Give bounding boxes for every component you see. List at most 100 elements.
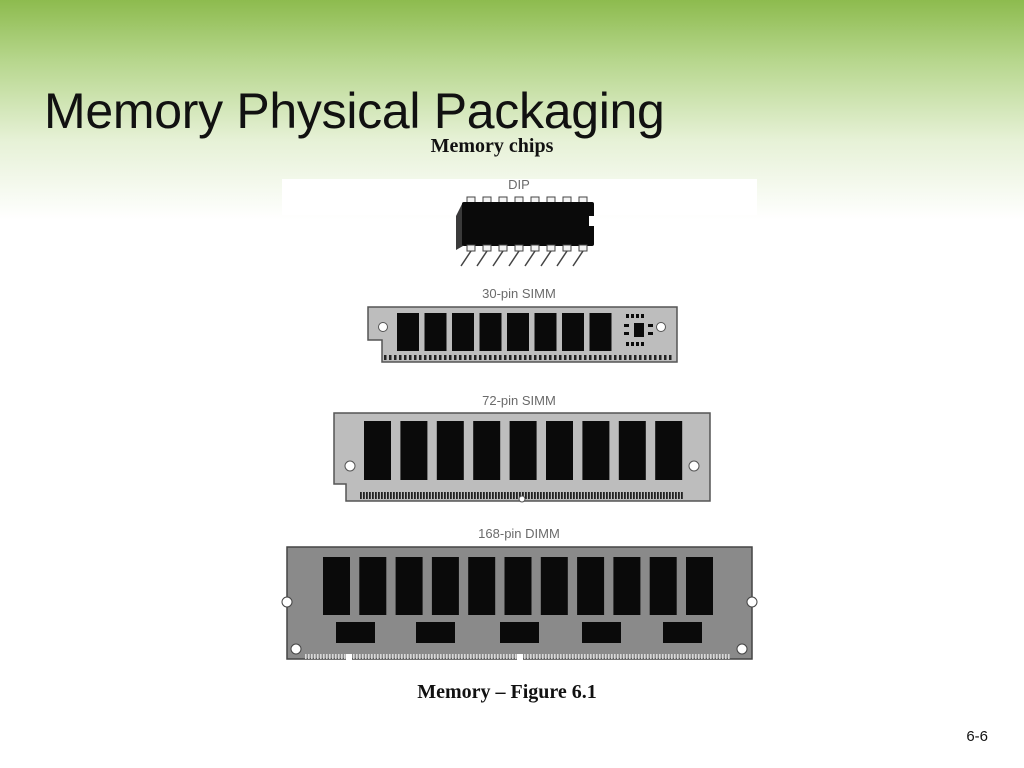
simm30-pin xyxy=(539,355,542,360)
simm72-pin xyxy=(444,492,446,499)
simm30-pin xyxy=(639,355,642,360)
dimm168-pin xyxy=(404,654,406,659)
simm30-pin xyxy=(659,355,662,360)
dimm168-pin xyxy=(527,654,529,659)
simm72-chip xyxy=(436,421,464,480)
dimm168-small-chip xyxy=(582,622,621,643)
dimm168-pin xyxy=(653,654,655,659)
simm72-pin xyxy=(570,492,572,499)
simm30-pin xyxy=(644,355,647,360)
simm30-controller xyxy=(624,314,653,346)
simm72-pin xyxy=(564,492,566,499)
dimm168-pin xyxy=(425,654,427,659)
dimm168-chip xyxy=(686,557,713,615)
simm72-pin xyxy=(510,492,512,499)
simm30-pin xyxy=(419,355,422,360)
dip-pin-leg xyxy=(492,250,504,267)
simm72-pin xyxy=(378,492,380,499)
dimm168-pin xyxy=(638,654,640,659)
simm30-pin xyxy=(459,355,462,360)
dimm168-small-chip xyxy=(416,622,455,643)
simm30-pin xyxy=(494,355,497,360)
dimm168-chip xyxy=(395,557,423,615)
simm72-pin xyxy=(462,492,464,499)
simm72-hole xyxy=(688,460,700,472)
simm72-pin xyxy=(543,492,545,499)
simm72-chip xyxy=(546,421,573,480)
simm72-pin xyxy=(372,492,374,499)
simm30-chip xyxy=(397,313,419,351)
simm72-pin xyxy=(579,492,581,499)
dimm168-pin xyxy=(725,654,727,659)
simm30-chip xyxy=(479,313,502,351)
dimm168-pin xyxy=(617,654,619,659)
dimm168-pin xyxy=(719,654,721,659)
dimm168-pin xyxy=(542,654,544,659)
simm30-pin xyxy=(554,355,557,360)
dimm168-pin xyxy=(449,654,451,659)
dip-label: DIP xyxy=(508,177,530,192)
simm72-pin xyxy=(366,492,368,499)
simm30-pin xyxy=(609,355,612,360)
page-number: 6-6 xyxy=(966,728,988,745)
dimm168-pin xyxy=(428,654,430,659)
simm72-pin xyxy=(456,492,458,499)
simm72-pin xyxy=(471,492,473,499)
dimm168-chip xyxy=(613,557,641,615)
dimm168-pin xyxy=(707,654,709,659)
simm30-chip xyxy=(452,313,474,351)
simm72-pin xyxy=(624,492,626,499)
dip-pins-bottom xyxy=(460,244,588,267)
simm30-pin xyxy=(649,355,652,360)
simm72-pin xyxy=(561,492,563,499)
simm72-pin xyxy=(387,492,389,499)
simm72-pin xyxy=(360,492,362,499)
dimm168-pin xyxy=(524,654,526,659)
simm30-pin xyxy=(514,355,517,360)
simm72-pin xyxy=(513,492,515,499)
simm30-pin xyxy=(634,355,637,360)
dimm168-pin xyxy=(578,654,580,659)
dimm168-pin xyxy=(491,654,493,659)
simm72-pin xyxy=(507,492,509,499)
simm72-pin xyxy=(558,492,560,499)
simm30-pin xyxy=(559,355,562,360)
figure-heading: Memory chips xyxy=(430,135,554,157)
dimm168-chip xyxy=(540,557,568,615)
simm30-pin xyxy=(454,355,457,360)
simm72-pin xyxy=(411,492,413,499)
simm72-pin xyxy=(390,492,392,499)
dip-pin-leg xyxy=(572,250,584,267)
dimm168-pin xyxy=(446,654,448,659)
dimm168-pin xyxy=(314,654,316,659)
dimm168-pin xyxy=(443,654,445,659)
dimm168-pin xyxy=(320,654,322,659)
dimm168-pin xyxy=(683,654,685,659)
dimm168-pin xyxy=(581,654,583,659)
dimm168-pin xyxy=(569,654,571,659)
simm30-pin xyxy=(394,355,397,360)
dimm168-pin xyxy=(665,654,667,659)
dimm168-pin xyxy=(506,654,508,659)
simm72-pin xyxy=(540,492,542,499)
figure-caption: Memory – Figure 6.1 xyxy=(417,681,597,703)
dimm168-label: 168-pin DIMM xyxy=(478,526,560,541)
dimm168-pin xyxy=(710,654,712,659)
dimm168-pin xyxy=(575,654,577,659)
simm30-pin xyxy=(444,355,447,360)
dimm168-pin xyxy=(467,654,469,659)
dip-notch xyxy=(589,216,595,226)
dimm168-pin xyxy=(695,654,697,659)
simm72-pin xyxy=(438,492,440,499)
dimm168-pin xyxy=(632,654,634,659)
dimm168-pin xyxy=(416,654,418,659)
dimm168-pin xyxy=(554,654,556,659)
simm30-pin xyxy=(469,355,472,360)
simm30-pin xyxy=(399,355,402,360)
simm72-chips xyxy=(364,421,683,480)
simm30-label: 30-pin SIMM xyxy=(482,286,556,301)
simm72-pin xyxy=(669,492,671,499)
dip-module: DIP xyxy=(456,177,595,267)
simm30-pin xyxy=(499,355,502,360)
simm72-pin xyxy=(654,492,656,499)
